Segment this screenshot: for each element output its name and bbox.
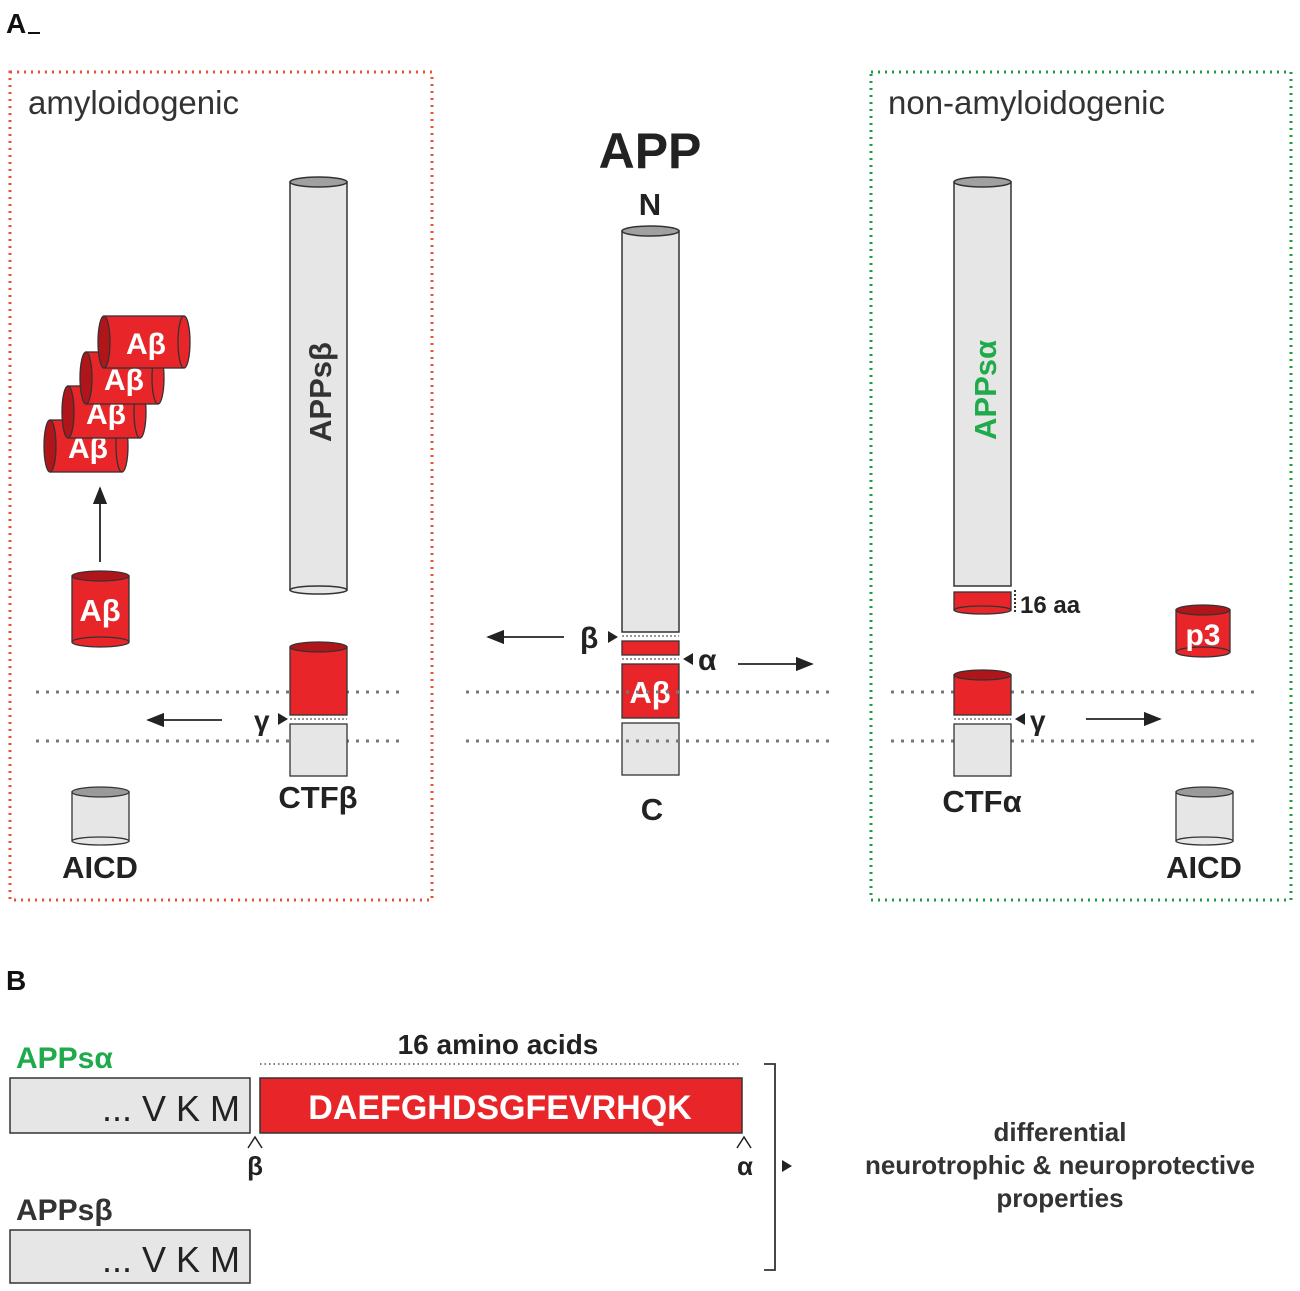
abeta-oligomer-label-4: Aβ (126, 328, 166, 361)
abeta-monomer-cylinder (71, 570, 130, 648)
appsa-sequence-box (9, 1077, 251, 1134)
gamma-cleavage-marker-right (1015, 713, 1025, 725)
ctfb-cylinder (289, 641, 348, 777)
properties-line-1: differential (994, 1117, 1127, 1147)
amino-acids-header: 16 amino acids (398, 1029, 599, 1060)
aicd-left-cylinder (71, 786, 130, 846)
panel-b-label: B (6, 965, 26, 996)
gamma-cleavage-marker-left (278, 713, 288, 725)
beta-caret (247, 1135, 263, 1149)
p3-label: p3 (1185, 619, 1220, 652)
app-title: APP (599, 123, 702, 179)
appsb-sequence-end: ... V K M (102, 1239, 240, 1280)
beta-label-b: β (247, 1151, 263, 1181)
n-terminus-label: N (639, 187, 661, 222)
sixteen-aa-label: 16 aa (1020, 592, 1081, 619)
abeta-sequence-box (259, 1077, 743, 1134)
app-abeta-label: Aβ (629, 675, 670, 710)
aicd-right-label: AICD (1166, 850, 1242, 885)
panel-a-label: A (6, 8, 26, 39)
appsb-sequence-label: APPsβ (16, 1194, 113, 1227)
appsb-label: APPsβ (303, 342, 338, 442)
gamma-label-left: γ (254, 705, 270, 736)
appsb-cylinder (289, 176, 348, 595)
gamma-label-right: γ (1030, 705, 1046, 736)
comparison-bracket (764, 1063, 776, 1271)
amyloidogenic-box (8, 70, 434, 902)
properties-line-3: properties (996, 1183, 1123, 1213)
alpha-label-b: α (737, 1151, 753, 1181)
aicd-left-label: AICD (62, 850, 138, 885)
beta-label-center: β (580, 622, 598, 655)
abeta-sequence-text: DAEFGHDSGFEVRHQK (308, 1089, 692, 1127)
properties-line-2: neurotrophic & neuroprotective (865, 1150, 1255, 1180)
appsa-sequence-label: APPsα (16, 1042, 113, 1075)
alpha-label-center: α (698, 644, 717, 677)
abeta-oligomer-label-3: Aβ (104, 364, 144, 397)
abeta-oligomer-4 (97, 315, 191, 369)
p3-cylinder (1175, 604, 1231, 658)
bracket-arrow (782, 1160, 792, 1172)
amyloidogenic-title: amyloidogenic (28, 84, 239, 121)
alpha-cleavage-marker (683, 653, 693, 665)
non-amyloidogenic-title: non-amyloidogenic (888, 84, 1165, 121)
ctfa-label: CTFα (942, 784, 1021, 819)
c-terminus-label: C (641, 792, 663, 827)
appsa-label: APPsα (968, 340, 1003, 440)
appsa-sequence-end: ... V K M (102, 1088, 240, 1129)
abeta-monomer-label: Aβ (79, 593, 120, 628)
non-amyloidogenic-box (869, 70, 1293, 902)
appsb-sequence-box (9, 1229, 251, 1284)
ctfa-cylinder (953, 669, 1012, 777)
aicd-right-cylinder (1175, 786, 1234, 846)
ctfb-label: CTFβ (278, 780, 357, 815)
appsa-cylinder (953, 176, 1012, 615)
beta-cleavage-marker (608, 631, 618, 643)
alpha-caret (736, 1135, 752, 1149)
app-cylinder (621, 225, 680, 776)
